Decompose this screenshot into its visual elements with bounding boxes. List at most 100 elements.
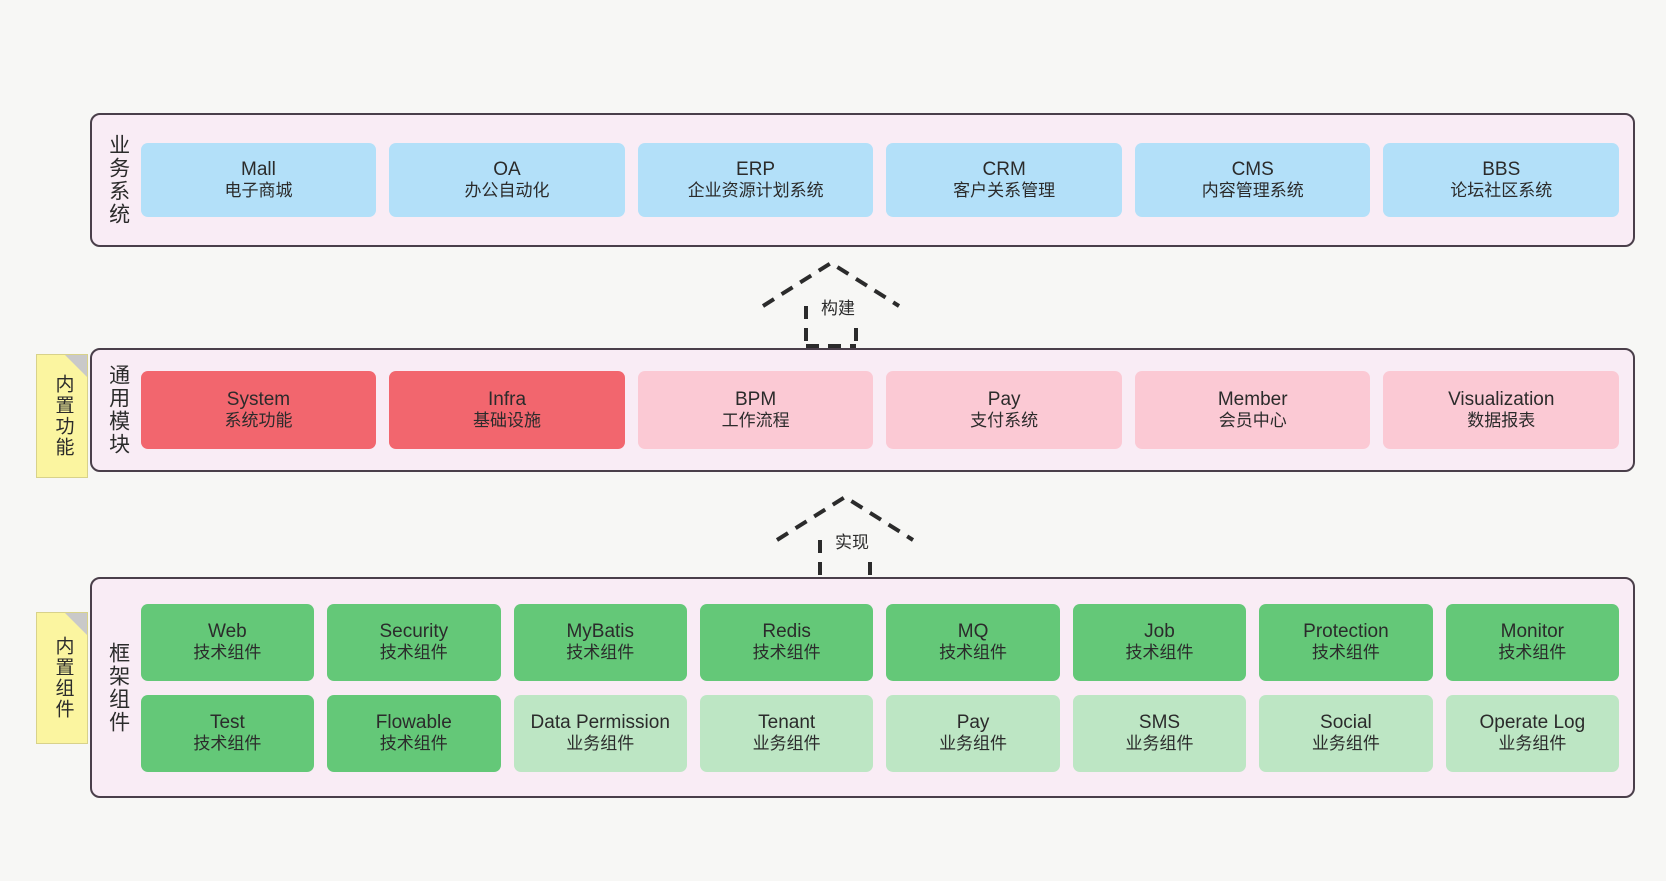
card-pay-component[interactable]: Pay 业务组件 [886, 694, 1060, 772]
card-subtitle: 技术组件 [379, 643, 448, 663]
framework-component-cards: Web 技术组件 Security 技术组件 MyBatis 技术组件 Redi… [135, 590, 1633, 786]
card-title: Pay [956, 712, 990, 734]
card-data-permission[interactable]: Data Permission 业务组件 [513, 694, 687, 772]
card-subtitle: 支付系统 [970, 411, 1039, 431]
card-mybatis[interactable]: MyBatis 技术组件 [513, 603, 687, 681]
layer-label-framework-component: 框架组件 [106, 641, 130, 734]
card-title: Web [208, 621, 247, 643]
card-infra[interactable]: Infra 基础设施 [389, 371, 625, 449]
card-flowable[interactable]: Flowable 技术组件 [327, 694, 501, 772]
layer-label-common-module: 通用模块 [106, 364, 130, 456]
layer-label-business-system: 业务系统 [106, 134, 130, 226]
card-title: BBS [1482, 159, 1521, 181]
card-subtitle: 技术组件 [379, 734, 448, 754]
card-title: SMS [1138, 712, 1181, 734]
sticky-note-builtin-functions: 内置功能 [36, 354, 88, 478]
card-subtitle: 会员中心 [1218, 411, 1287, 431]
card-title: MyBatis [566, 621, 635, 643]
card-subtitle: 技术组件 [1311, 643, 1380, 663]
card-title: Social [1320, 712, 1372, 734]
card-test[interactable]: Test 技术组件 [140, 694, 315, 772]
framework-row-business: Test 技术组件 Flowable 技术组件 Data Permission … [140, 694, 1620, 772]
card-title: Member [1217, 389, 1288, 411]
layer-business-system: 业务系统 Mall 电子商城 OA 办公自动化 ERP 企业资源计划系统 CRM… [90, 113, 1635, 247]
card-system[interactable]: System 系统功能 [140, 371, 377, 449]
card-tenant[interactable]: Tenant 业务组件 [699, 694, 874, 772]
card-redis[interactable]: Redis 技术组件 [699, 603, 874, 681]
card-job[interactable]: Job 技术组件 [1072, 603, 1247, 681]
card-subtitle: 客户关系管理 [953, 181, 1056, 201]
card-subtitle: 技术组件 [939, 643, 1008, 663]
card-subtitle: 论坛社区系统 [1450, 181, 1553, 201]
card-title: Test [209, 712, 245, 734]
connector-build-arrow: 构建 [758, 258, 908, 348]
card-subtitle: 基础设施 [473, 411, 542, 431]
card-title: Infra [488, 389, 527, 411]
card-subtitle: 办公自动化 [464, 181, 550, 201]
card-subtitle: 系统功能 [224, 411, 293, 431]
card-oa[interactable]: OA 办公自动化 [389, 143, 625, 217]
card-operate-log[interactable]: Operate Log 业务组件 [1445, 694, 1620, 772]
card-title: MQ [957, 621, 989, 643]
card-cms[interactable]: CMS 内容管理系统 [1134, 143, 1371, 217]
card-subtitle: 业务组件 [1311, 734, 1380, 754]
card-title: System [226, 389, 291, 411]
connector-implement-label: 实现 [832, 528, 872, 553]
card-web[interactable]: Web 技术组件 [140, 603, 315, 681]
layer-framework-component: 框架组件 Web 技术组件 Security 技术组件 MyBatis 技术组件… [90, 577, 1635, 798]
card-title: Flowable [375, 712, 452, 734]
card-title: BPM [734, 389, 777, 411]
card-pay-module[interactable]: Pay 支付系统 [886, 371, 1122, 449]
card-erp[interactable]: ERP 企业资源计划系统 [637, 143, 874, 217]
connector-build-label: 构建 [818, 294, 858, 319]
card-title: Security [379, 621, 449, 643]
card-bpm[interactable]: BPM 工作流程 [637, 371, 874, 449]
card-subtitle: 内容管理系统 [1201, 181, 1304, 201]
card-title: CRM [982, 159, 1026, 181]
card-subtitle: 技术组件 [1498, 643, 1567, 663]
card-bbs[interactable]: BBS 论坛社区系统 [1383, 143, 1620, 217]
card-subtitle: 业务组件 [939, 734, 1008, 754]
card-title: Operate Log [1479, 712, 1586, 734]
card-title: CMS [1231, 159, 1274, 181]
card-visualization[interactable]: Visualization 数据报表 [1383, 371, 1620, 449]
card-subtitle: 企业资源计划系统 [687, 181, 824, 201]
sticky-note-label: 内置组件 [52, 636, 74, 720]
card-mall[interactable]: Mall 电子商城 [140, 143, 377, 217]
card-security[interactable]: Security 技术组件 [327, 603, 501, 681]
card-subtitle: 工作流程 [721, 411, 790, 431]
business-system-cards: Mall 电子商城 OA 办公自动化 ERP 企业资源计划系统 CRM 客户关系… [135, 143, 1633, 217]
card-sms[interactable]: SMS 业务组件 [1072, 694, 1247, 772]
sticky-note-builtin-components: 内置组件 [36, 612, 88, 744]
card-member[interactable]: Member 会员中心 [1134, 371, 1371, 449]
card-title: Redis [762, 621, 811, 643]
card-subtitle: 技术组件 [566, 643, 635, 663]
card-social[interactable]: Social 业务组件 [1259, 694, 1433, 772]
card-title: Job [1144, 621, 1175, 643]
card-subtitle: 技术组件 [1125, 643, 1194, 663]
layer-common-module: 通用模块 System 系统功能 Infra 基础设施 BPM 工作流程 Pay… [90, 348, 1635, 472]
card-title: Mall [241, 159, 276, 181]
card-subtitle: 技术组件 [193, 734, 262, 754]
connector-implement-arrow: 实现 [772, 492, 922, 582]
card-title: OA [493, 159, 521, 181]
card-title: Data Permission [530, 712, 670, 734]
card-crm[interactable]: CRM 客户关系管理 [886, 143, 1122, 217]
sticky-fold-corner-icon [65, 613, 87, 635]
card-mq[interactable]: MQ 技术组件 [886, 603, 1060, 681]
card-title: Protection [1303, 621, 1389, 643]
common-module-cards: System 系统功能 Infra 基础设施 BPM 工作流程 Pay 支付系统… [135, 371, 1633, 449]
card-title: Monitor [1500, 621, 1565, 643]
sticky-note-label: 内置功能 [52, 374, 74, 458]
card-monitor[interactable]: Monitor 技术组件 [1445, 603, 1620, 681]
card-subtitle: 业务组件 [566, 734, 635, 754]
card-protection[interactable]: Protection 技术组件 [1259, 603, 1433, 681]
card-subtitle: 电子商城 [224, 181, 293, 201]
card-subtitle: 业务组件 [1498, 734, 1567, 754]
card-title: Tenant [758, 712, 816, 734]
card-subtitle: 数据报表 [1467, 411, 1536, 431]
card-title: Visualization [1448, 389, 1555, 411]
card-subtitle: 业务组件 [1125, 734, 1194, 754]
card-title: Pay [987, 389, 1021, 411]
